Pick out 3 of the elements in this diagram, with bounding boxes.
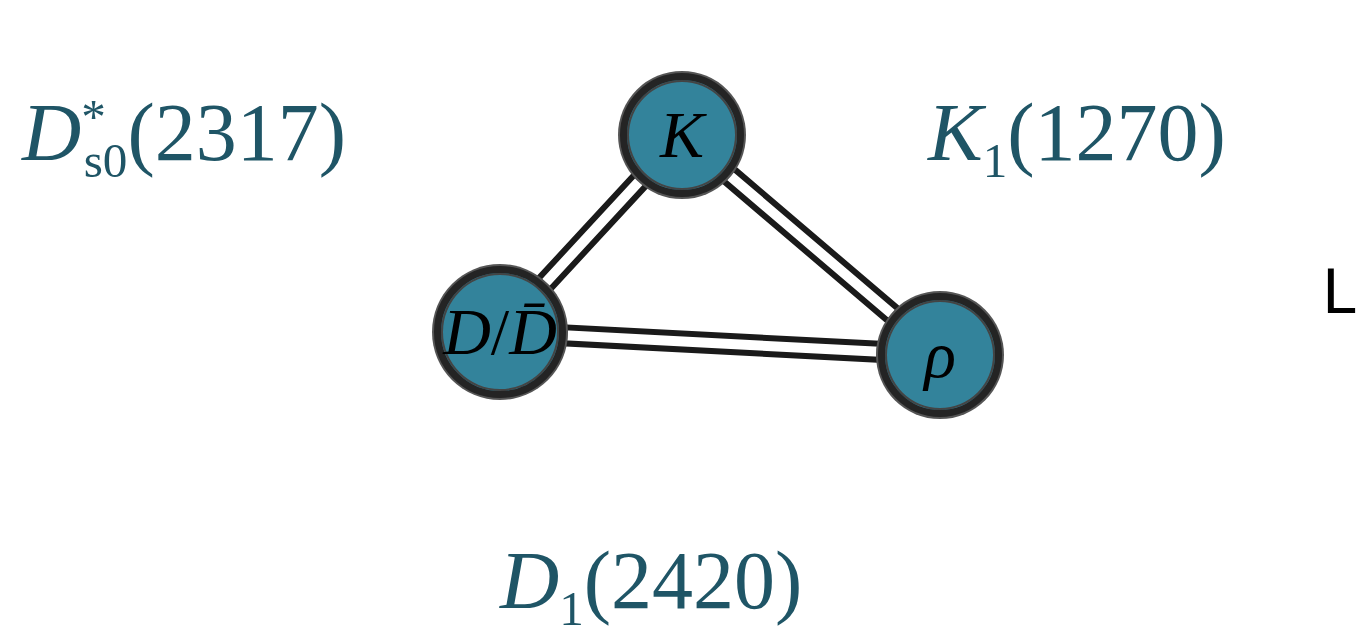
particle-circle <box>620 73 744 197</box>
particle-symbol: D/D̄ <box>443 299 557 365</box>
cut-off-text: L <box>1322 262 1356 322</box>
